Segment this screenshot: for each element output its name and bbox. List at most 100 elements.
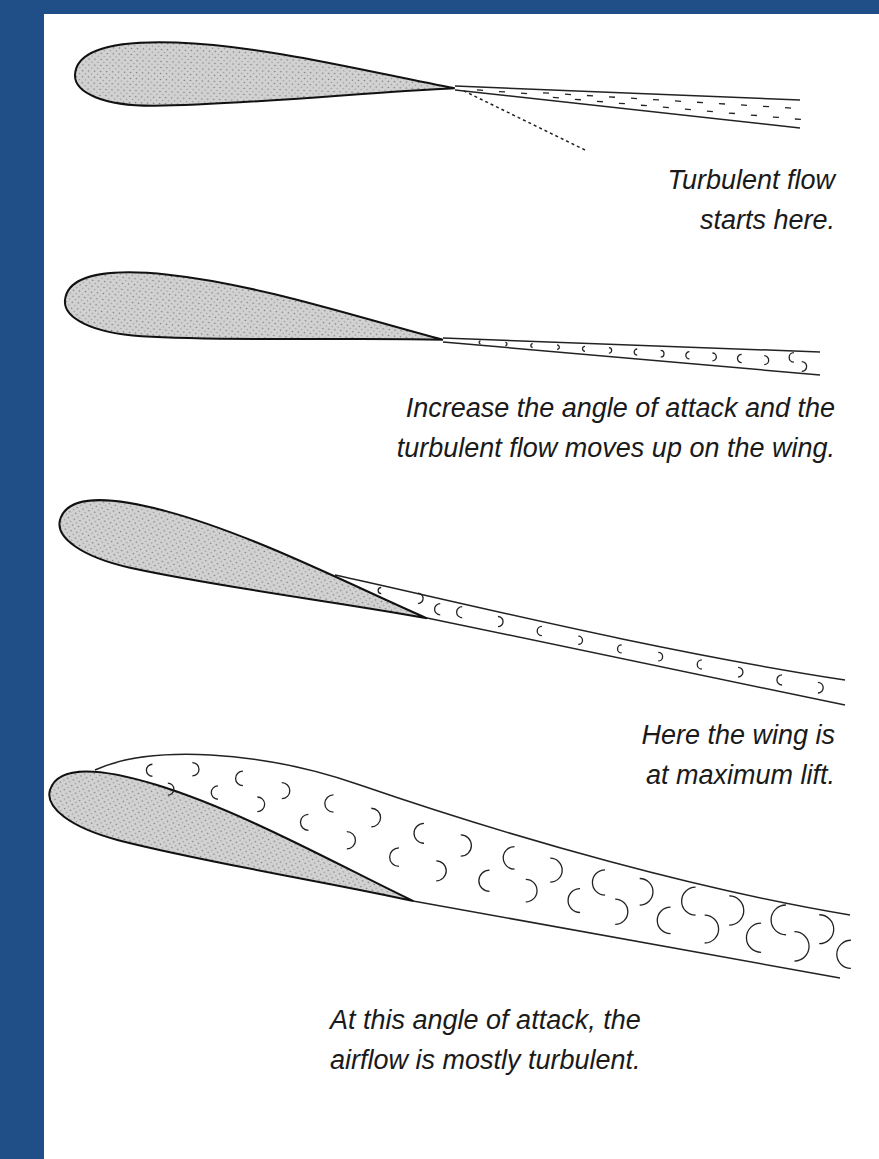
turbulence-curl: [658, 652, 662, 661]
label-slot: Here the wing is at maximum lift.: [625, 715, 835, 795]
wake-line: [427, 618, 845, 705]
turbulence-curl: [592, 870, 605, 895]
turbulence-curl: [498, 616, 503, 626]
turbulence-curl: [521, 93, 527, 95]
turbulence-curl: [557, 345, 559, 349]
turbulence-curl: [257, 797, 264, 812]
label-slot: At this angle of attack, the airflow is …: [330, 1000, 670, 1080]
turbulence-curl: [729, 112, 735, 114]
turbulence-curl: [503, 847, 514, 870]
turbulence-curl: [837, 940, 851, 968]
label-slot: Increase the angle of attack and the tur…: [385, 388, 835, 468]
turbulence-curl: [737, 354, 741, 362]
wake-line: [443, 342, 820, 375]
turbulence-curl: [685, 109, 691, 111]
turbulence-curl: [771, 905, 786, 935]
turbulence-curl: [675, 100, 681, 102]
turbulence-curl: [615, 899, 628, 924]
turbulence-curl: [682, 887, 696, 915]
turbulence-curl: [794, 932, 809, 961]
turbulence-curl: [789, 353, 794, 362]
turbulence-curl: [583, 346, 585, 351]
turbulence-curl: [686, 352, 690, 359]
turbulence-curl: [819, 915, 834, 944]
turbulence-curl: [568, 889, 580, 913]
turbulence-curl: [553, 97, 559, 99]
turbulence-curl: [741, 104, 747, 106]
turbulence-curl: [457, 607, 463, 618]
turbulence-curl: [282, 783, 290, 799]
turbulence-curl: [192, 763, 199, 776]
turbulence-curl: [634, 349, 637, 355]
annotation-text: Increase the angle of attack and the tur…: [385, 388, 835, 468]
turbulence-curl: [371, 808, 380, 827]
turbulence-curl: [300, 814, 308, 830]
turbulence-curl: [575, 99, 581, 101]
turbulence-curl: [378, 588, 381, 594]
wake-line: [455, 90, 800, 128]
turbulence-curl: [347, 832, 356, 849]
turbulence-curl: [211, 786, 218, 799]
turbulence-curl: [543, 92, 549, 94]
turbulence-curl: [479, 341, 480, 344]
turbulence-curl: [705, 915, 719, 943]
turbulence-curl: [587, 95, 593, 97]
turbulence-curl: [795, 118, 801, 120]
turbulence-curl: [785, 107, 791, 109]
turbulence-curl: [414, 823, 424, 843]
leader-line: [462, 90, 585, 150]
airfoil: [62, 264, 447, 368]
turbulence-curl: [537, 626, 542, 635]
turbulence-curl: [499, 91, 505, 93]
turbulence-curl: [663, 107, 669, 109]
turbulence-curl: [657, 907, 670, 934]
turbulence-curl: [390, 848, 399, 867]
turbulence-curl: [461, 835, 472, 856]
turbulence-curl: [763, 106, 769, 108]
turbulence-curl: [640, 879, 653, 906]
turbulence-curl: [777, 675, 782, 685]
turbulence-curl: [168, 783, 174, 795]
turbulence-curl: [325, 795, 334, 812]
turbulence-curl: [477, 89, 483, 91]
turbulence-marks: [146, 90, 850, 969]
wake-line: [455, 86, 800, 100]
turbulence-curl: [146, 764, 152, 776]
turbulence-curl: [550, 858, 562, 882]
airfoil-1: [74, 39, 800, 150]
turbulence-curl: [526, 879, 537, 902]
turbulence-curl: [707, 111, 713, 113]
turbulence-curl: [818, 682, 823, 693]
airfoil-3: [53, 485, 845, 705]
turbulence-curl: [751, 114, 757, 116]
turbulence-curl: [729, 896, 744, 925]
turbulence-curl: [619, 103, 625, 105]
label-slot: Turbulent flow starts here.: [625, 160, 835, 240]
turbulence-curl: [719, 103, 725, 105]
turbulence-curl: [641, 105, 647, 107]
turbulence-curl: [631, 98, 637, 100]
turbulence-curl: [609, 348, 612, 353]
turbulence-curl: [609, 96, 615, 98]
turbulence-curl: [802, 362, 807, 372]
turbulence-curl: [479, 870, 490, 891]
wake-line: [443, 338, 820, 352]
turbulence-curl: [618, 645, 622, 653]
turbulence-curl: [697, 660, 702, 669]
wake-line: [335, 575, 845, 680]
turbulence-curl: [697, 102, 703, 104]
turbulence-curl: [531, 344, 533, 348]
annotation-text: Here the wing is at maximum lift.: [625, 715, 835, 795]
wake-line: [413, 901, 840, 978]
annotation-text: Turbulent flow starts here.: [625, 160, 835, 240]
turbulence-curl: [661, 350, 664, 357]
annotation-text: At this angle of attack, the airflow is …: [330, 1000, 670, 1080]
turbulence-curl: [746, 923, 761, 952]
airfoil-2: [62, 264, 820, 375]
turbulence-curl: [435, 604, 441, 615]
turbulence-curl: [565, 93, 571, 95]
turbulence-curl: [764, 356, 768, 365]
turbulence-curl: [505, 342, 507, 345]
turbulence-curl: [236, 771, 243, 786]
